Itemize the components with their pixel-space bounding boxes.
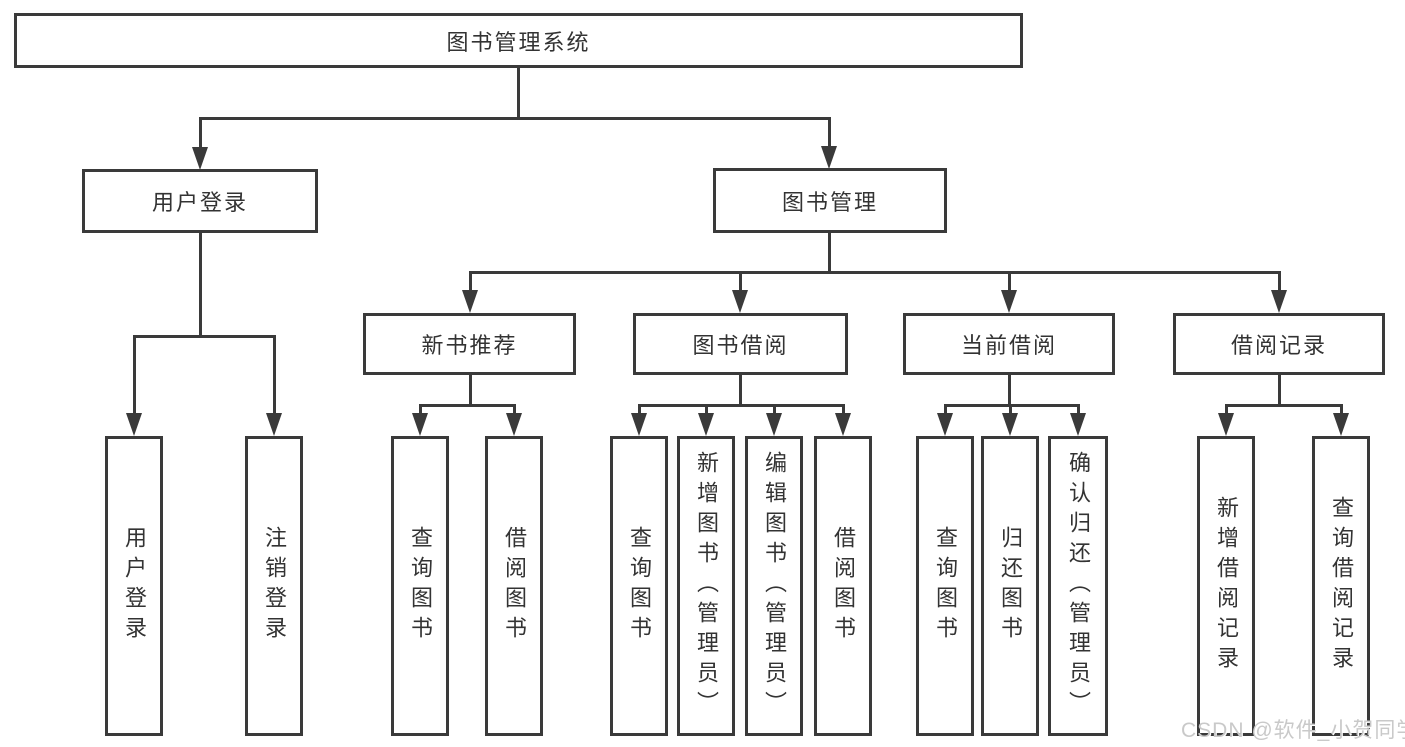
connector-rail-level2 [199, 117, 830, 120]
arrow-down-icon [1218, 413, 1234, 436]
connector-borrow-records-stub [1278, 375, 1281, 406]
arrow-down-icon [1002, 413, 1018, 436]
connector-line-level3 [469, 271, 472, 295]
connector-line-leaf [1225, 404, 1228, 418]
connector-rail-user-login [133, 335, 275, 338]
arrow-down-icon [1001, 290, 1017, 313]
connector-line-leaf [273, 335, 276, 417]
node-current-borrow: 当前借阅 [903, 313, 1115, 375]
arrow-down-icon [698, 413, 714, 436]
leaf-logout: 注销登录 [245, 436, 303, 736]
leaf-return-books: 归还图书 [981, 436, 1039, 736]
arrow-down-icon [835, 413, 851, 436]
arrow-down-icon [412, 413, 428, 436]
arrow-down-icon [192, 147, 208, 170]
connector-line-leaf [133, 335, 136, 417]
arrow-down-icon [631, 413, 647, 436]
leaf-confirm-return-admin: 确认归还（管理员） [1048, 436, 1108, 736]
connector-line-leaf [842, 404, 845, 418]
leaf-borrow-books-recommend: 借阅图书 [485, 436, 543, 736]
connector-rail-new-book [419, 404, 515, 407]
connector-rail-level3 [469, 271, 1280, 274]
connector-line-leaf [1077, 404, 1080, 418]
leaf-borrow-books: 借阅图书 [814, 436, 872, 736]
leaf-add-books-admin: 新增图书（管理员） [677, 436, 735, 736]
connector-line-level3 [1278, 271, 1281, 295]
connector-line-leaf [944, 404, 947, 418]
node-borrow-records: 借阅记录 [1173, 313, 1385, 375]
connector-book-management-stub [828, 233, 831, 274]
leaf-query-borrow-record: 查询借阅记录 [1312, 436, 1370, 736]
leaf-query-books-recommend: 查询图书 [391, 436, 449, 736]
arrow-down-icon [1333, 413, 1349, 436]
arrow-down-icon [732, 290, 748, 313]
connector-line-leaf [1009, 404, 1012, 418]
node-root: 图书管理系统 [14, 13, 1023, 68]
connector-line-leaf [1340, 404, 1343, 418]
connector-book-borrow-stub [739, 375, 742, 406]
connector-rail-borrow-records [1225, 404, 1342, 407]
leaf-edit-books-admin: 编辑图书（管理员） [745, 436, 803, 736]
node-book-borrow: 图书借阅 [633, 313, 848, 375]
connector-line-level3 [739, 271, 742, 295]
connector-line-book-management [828, 117, 831, 153]
arrow-down-icon [937, 413, 953, 436]
connector-line-leaf [513, 404, 516, 418]
connector-line-leaf [419, 404, 422, 418]
connector-current-borrow-stub [1008, 375, 1011, 406]
arrow-down-icon [766, 413, 782, 436]
connector-line-leaf [638, 404, 641, 418]
connector-new-book-stub [469, 375, 472, 406]
connector-line-level3 [1008, 271, 1011, 295]
arrow-down-icon [506, 413, 522, 436]
arrow-down-icon [126, 413, 142, 436]
node-user-login: 用户登录 [82, 169, 318, 233]
arrow-down-icon [1070, 413, 1086, 436]
connector-root-stub [517, 68, 520, 118]
leaf-user-login: 用户登录 [105, 436, 163, 736]
connector-rail-book-borrow [638, 404, 844, 407]
arrow-down-icon [462, 290, 478, 313]
connector-line-leaf [705, 404, 708, 418]
arrow-down-icon [1271, 290, 1287, 313]
connector-user-login-stub [199, 233, 202, 337]
node-book-management: 图书管理 [713, 168, 947, 233]
leaf-query-books-borrow: 查询图书 [610, 436, 668, 736]
node-new-book-recommend: 新书推荐 [363, 313, 576, 375]
watermark: CSDN @软件_小贺同学 [1181, 719, 1405, 742]
leaf-query-books-current: 查询图书 [916, 436, 974, 736]
arrow-down-icon [266, 413, 282, 436]
connector-line-user-login [199, 117, 202, 153]
connector-line-leaf [773, 404, 776, 418]
arrow-down-icon [821, 146, 837, 169]
leaf-add-borrow-record: 新增借阅记录 [1197, 436, 1255, 736]
